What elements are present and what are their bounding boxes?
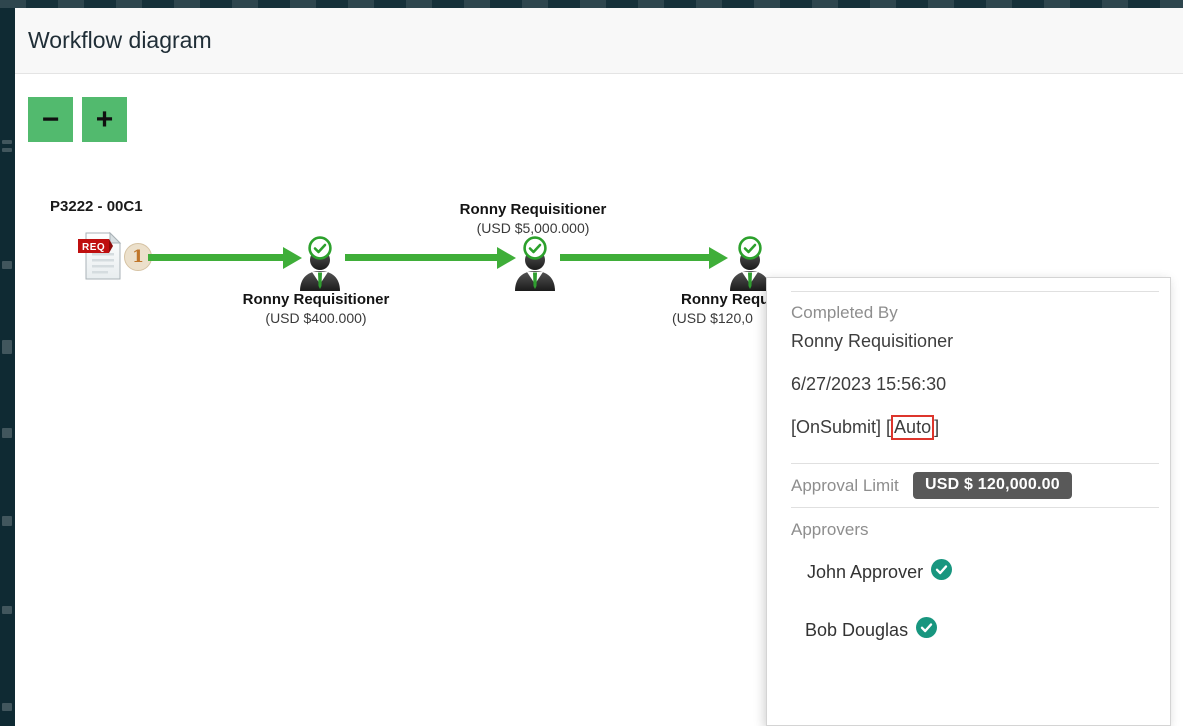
- trigger-suffix: ]: [934, 417, 940, 437]
- zoom-in-button[interactable]: +: [82, 97, 127, 142]
- approvers-label: Approvers: [791, 520, 869, 539]
- zoom-out-button[interactable]: −: [28, 97, 73, 142]
- node-amount: (USD $5,000.000): [476, 220, 590, 236]
- node-name: Ronny Requisitioner: [242, 291, 390, 308]
- completed-by-label: Completed By: [791, 303, 898, 322]
- req-document-icon[interactable]: REQ: [78, 231, 124, 286]
- sidebar-icon-fragment: [2, 516, 12, 526]
- trigger-event-text: [OnSubmit] [Auto]: [791, 415, 940, 440]
- approver-name: John Approver: [807, 561, 924, 582]
- sidebar-icon-fragment: [2, 148, 12, 152]
- workflow-diagram-modal: Workflow diagram − + P3222 - 00C1 REQ 1: [15, 8, 1183, 726]
- approval-limit-label: Approval Limit: [791, 476, 899, 495]
- completed-check-icon: [308, 236, 332, 265]
- minus-icon: −: [41, 103, 60, 136]
- sidebar-icon-fragment: [2, 261, 12, 269]
- completed-check-icon: [523, 236, 547, 265]
- sidebar-icon-fragment: [2, 703, 12, 711]
- plus-icon: +: [95, 103, 114, 136]
- flow-arrow-line: [560, 254, 709, 261]
- node-name: Ronny Requi: [681, 291, 774, 308]
- node-name: Ronny Requisitioner: [459, 201, 607, 218]
- flow-arrow-head: [497, 247, 516, 269]
- node-label: Ronny Requisitioner (USD $5,000.000): [433, 200, 633, 237]
- svg-text:REQ: REQ: [82, 242, 105, 253]
- flow-arrow-line: [345, 254, 497, 261]
- divider: [791, 463, 1159, 464]
- approver-list-item: Bob Douglas: [805, 617, 938, 643]
- completed-timestamp: 6/27/2023 15:56:30: [791, 374, 947, 394]
- approved-check-icon: [931, 559, 953, 585]
- background-top-bar: [0, 0, 1183, 8]
- approved-check-icon: [916, 617, 938, 643]
- flow-arrow-line: [148, 254, 283, 261]
- sidebar-icon-fragment: [2, 606, 12, 614]
- trigger-prefix: [OnSubmit] [: [791, 417, 892, 437]
- approver-list-item: John Approver: [807, 559, 953, 585]
- workflow-step-node[interactable]: [727, 249, 773, 296]
- step-details-popup: Completed By Ronny Requisitioner 6/27/20…: [766, 277, 1171, 726]
- modal-header: Workflow diagram: [15, 8, 1183, 74]
- approver-person-icon: [730, 250, 770, 291]
- divider: [791, 291, 1159, 292]
- sidebar-icon-fragment: [2, 140, 12, 144]
- trigger-auto-highlight: Auto: [891, 415, 935, 440]
- page-title: Workflow diagram: [28, 27, 212, 53]
- node-amount: (USD $400.000): [265, 310, 367, 326]
- approver-name: Bob Douglas: [805, 619, 909, 640]
- requisition-id-label: P3222 - 00C1: [50, 198, 143, 215]
- flow-arrow-head: [283, 247, 302, 269]
- flow-arrow-head: [709, 247, 728, 269]
- sidebar-icon-fragment: [2, 428, 12, 438]
- background-sidebar: [0, 8, 15, 726]
- completed-check-icon: [738, 236, 762, 265]
- approval-limit-badge: USD $ 120,000.00: [913, 472, 1072, 499]
- divider: [791, 507, 1159, 508]
- node-label: Ronny Requisitioner (USD $400.000): [216, 290, 416, 327]
- sidebar-icon-fragment: [2, 340, 12, 354]
- node-amount: (USD $120,0: [672, 310, 753, 326]
- completed-by-name: Ronny Requisitioner: [791, 331, 954, 351]
